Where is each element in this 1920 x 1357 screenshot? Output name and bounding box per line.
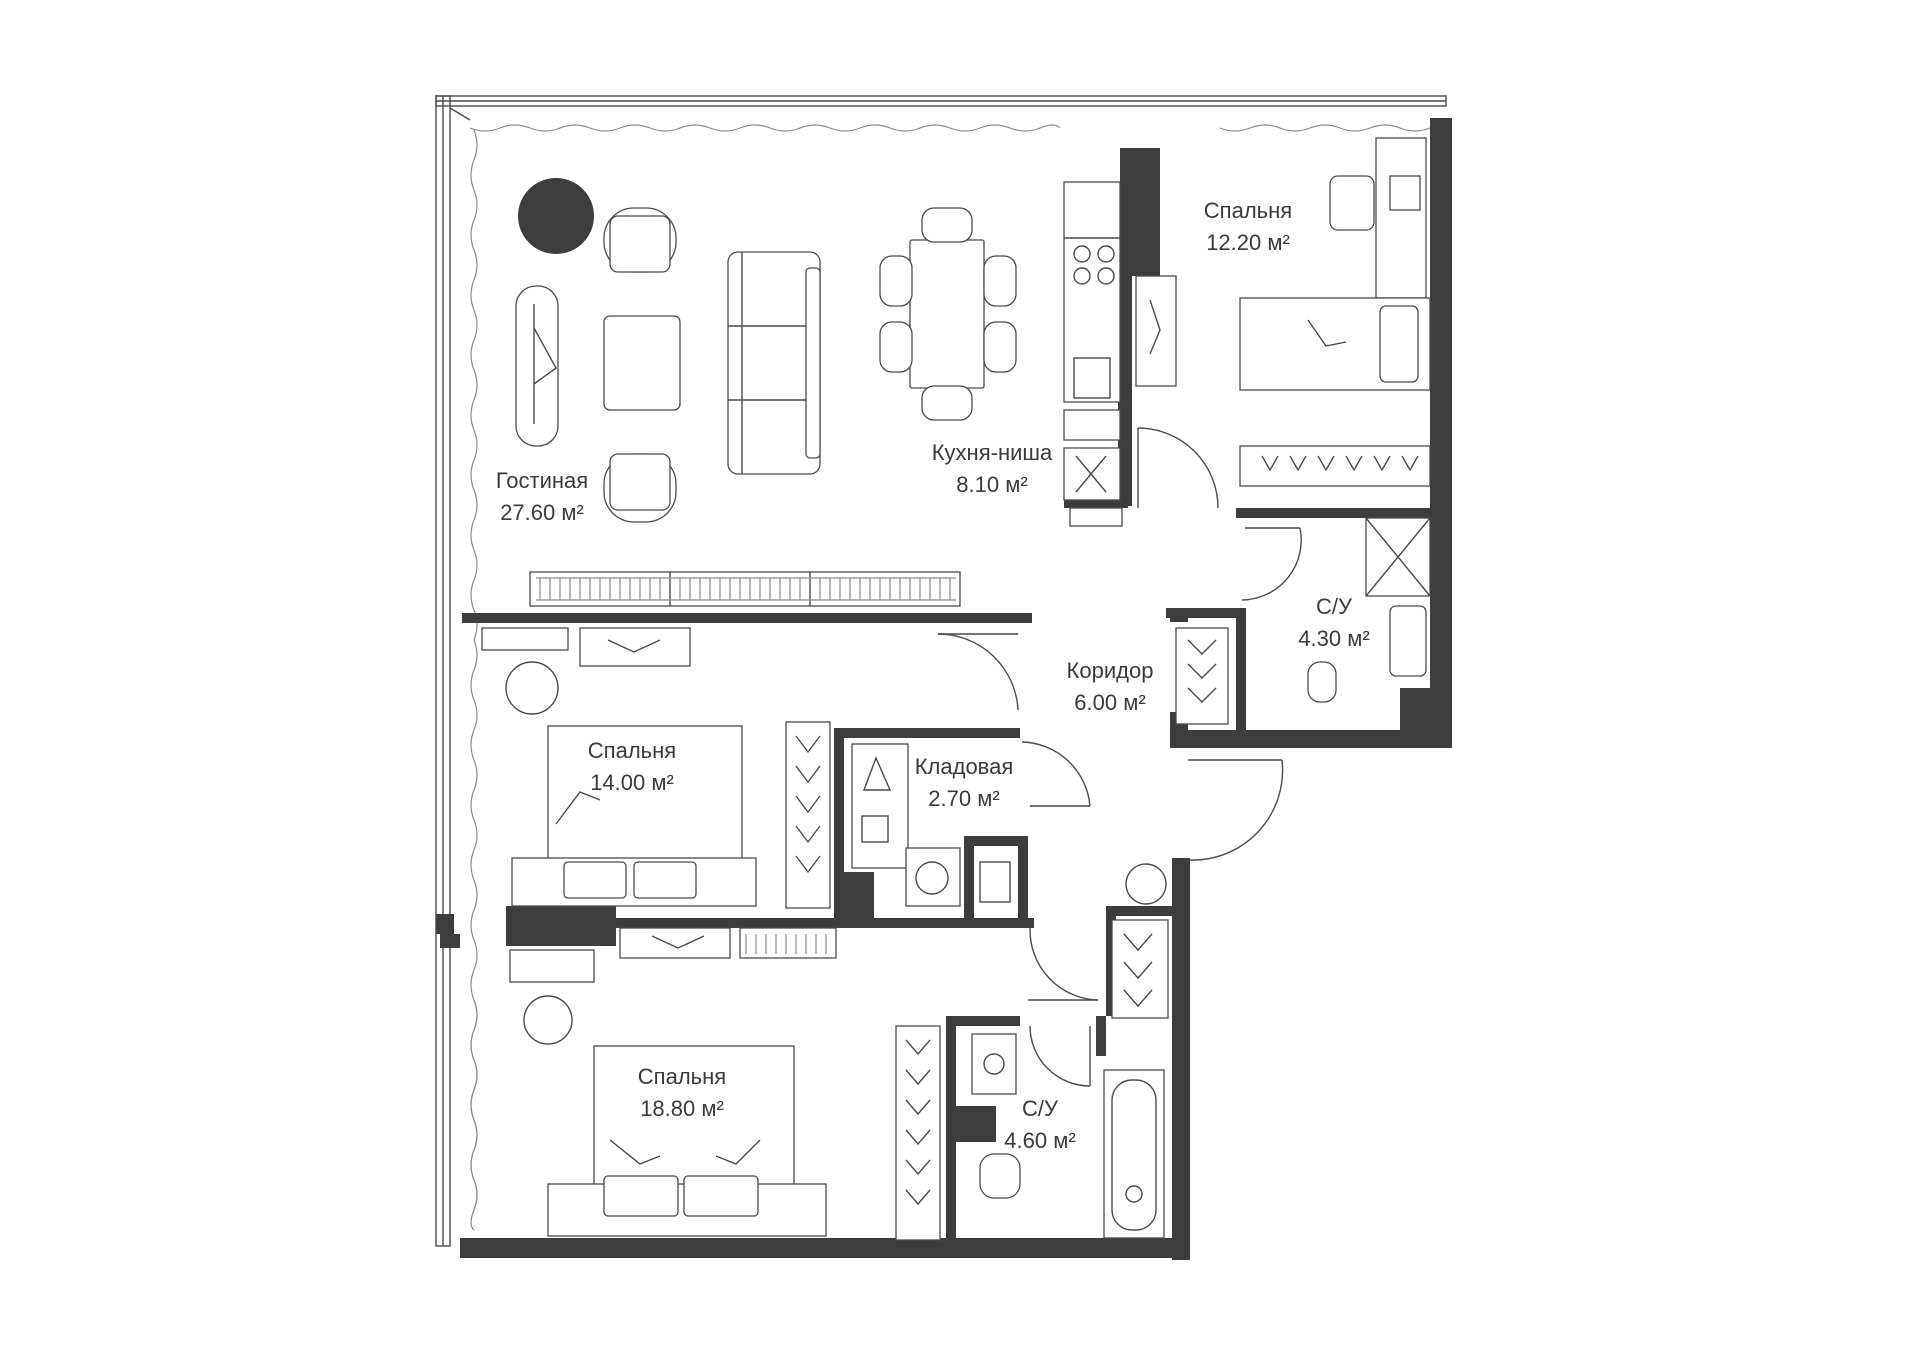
- room-area-bath-bottom: 4.60 м²: [1004, 1128, 1075, 1153]
- room-area-kitchen: 8.10 м²: [956, 472, 1027, 497]
- bedroom-bottom-furniture: [509, 927, 941, 1241]
- storage-fixtures: [851, 743, 1011, 907]
- doors: [937, 427, 1302, 1087]
- room-name-bedroom-bottom: Спальня: [638, 1064, 726, 1089]
- room-name-bedroom-mid: Спальня: [588, 738, 676, 763]
- room-name-bedroom-top: Спальня: [1204, 198, 1292, 223]
- bedroom-top-furniture: [1239, 137, 1431, 487]
- room-area-bath-top: 4.30 м²: [1298, 626, 1369, 651]
- walls: [436, 118, 1452, 1260]
- room-labels: Гостиная 27.60 м² Кухня-ниша 8.10 м² Спа…: [496, 198, 1370, 1153]
- bedroom-mid-furniture: [481, 627, 831, 909]
- corridor-fixtures: [1111, 863, 1169, 1019]
- bath-top-fixtures: [1175, 517, 1431, 725]
- room-area-living: 27.60 м²: [500, 500, 584, 525]
- kitchen-furniture: [879, 181, 1177, 527]
- facade-glazing: [435, 95, 1451, 1247]
- room-name-corridor: Коридор: [1067, 658, 1154, 683]
- room-area-bedroom-bottom: 18.80 м²: [640, 1096, 724, 1121]
- room-area-bedroom-mid: 14.00 м²: [590, 770, 674, 795]
- room-name-living: Гостиная: [496, 468, 588, 493]
- living-furniture: [515, 178, 961, 607]
- room-area-bedroom-top: 12.20 м²: [1206, 230, 1290, 255]
- room-name-bath-bottom: С/У: [1022, 1096, 1059, 1121]
- bath-bottom-fixtures: [971, 1033, 1165, 1239]
- room-area-storage: 2.70 м²: [928, 786, 999, 811]
- room-name-bath-top: С/У: [1316, 594, 1353, 619]
- room-area-corridor: 6.00 м²: [1074, 690, 1145, 715]
- room-name-kitchen: Кухня-ниша: [932, 440, 1053, 465]
- room-name-storage: Кладовая: [915, 754, 1014, 779]
